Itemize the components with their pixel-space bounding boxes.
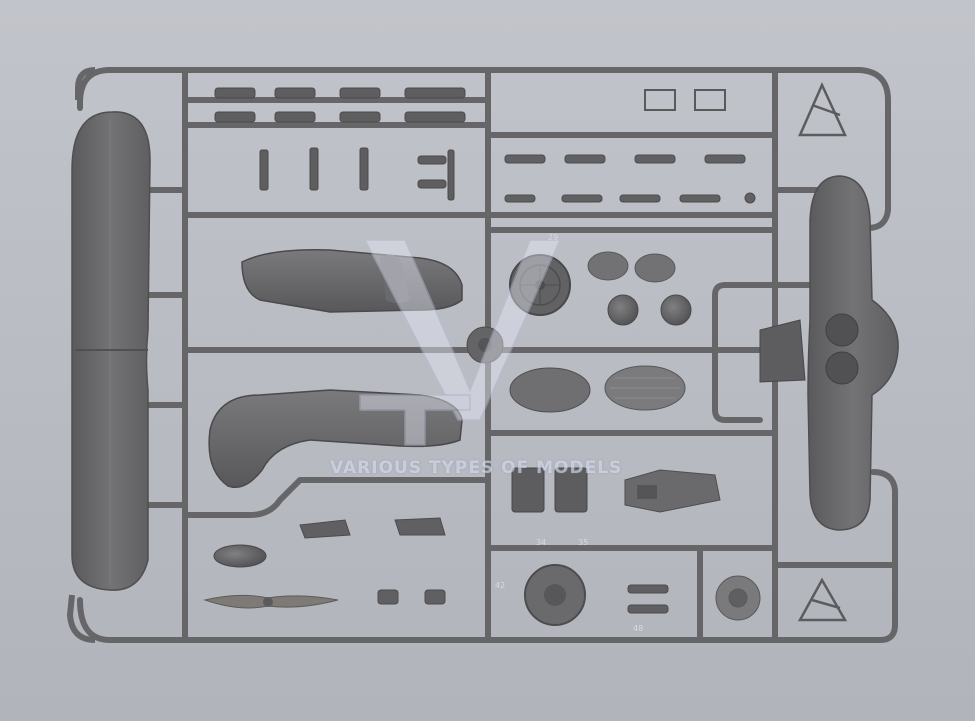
cowling-stripes: [610, 377, 680, 399]
sprue-hook: [66, 594, 96, 643]
wheel-cover: [587, 251, 629, 281]
part-number-label: 34: [536, 538, 547, 547]
sprue-hook: [75, 67, 96, 100]
wheel-hub: [607, 294, 639, 326]
upper-wing: [759, 175, 899, 531]
wheel-cover: [634, 253, 676, 283]
fuselage-half-lower: [208, 389, 463, 488]
engine-disk: [524, 564, 586, 626]
propeller-blade: [203, 594, 339, 609]
part-number-label: 35: [578, 538, 589, 547]
part-number-label: 42: [495, 581, 506, 590]
wheel: [509, 254, 571, 316]
small-parts-row: [214, 87, 466, 201]
watermark-logo: [359, 239, 562, 446]
floor-panel: [624, 469, 721, 513]
small-parts-grid: [504, 89, 756, 204]
small-parts-bottom: [299, 517, 669, 614]
lower-wing: [71, 111, 151, 591]
part-number-label: 48: [633, 624, 644, 633]
radial-engine: [715, 575, 761, 621]
watermark-text: VARIOUS TYPES OF MODELS: [330, 458, 623, 478]
propeller-hub: [466, 326, 504, 364]
floor-panel-window: [637, 485, 657, 499]
strut-frame: [797, 81, 848, 622]
seat-part: [511, 467, 545, 513]
wheel-hub: [660, 294, 692, 326]
seat-part: [554, 467, 588, 513]
fuselage-half-upper: [241, 249, 463, 313]
engine-part: [509, 367, 591, 413]
cowling-part: [213, 544, 267, 568]
sprue-frame: [77, 67, 898, 643]
part-number-label: 29: [548, 233, 559, 242]
